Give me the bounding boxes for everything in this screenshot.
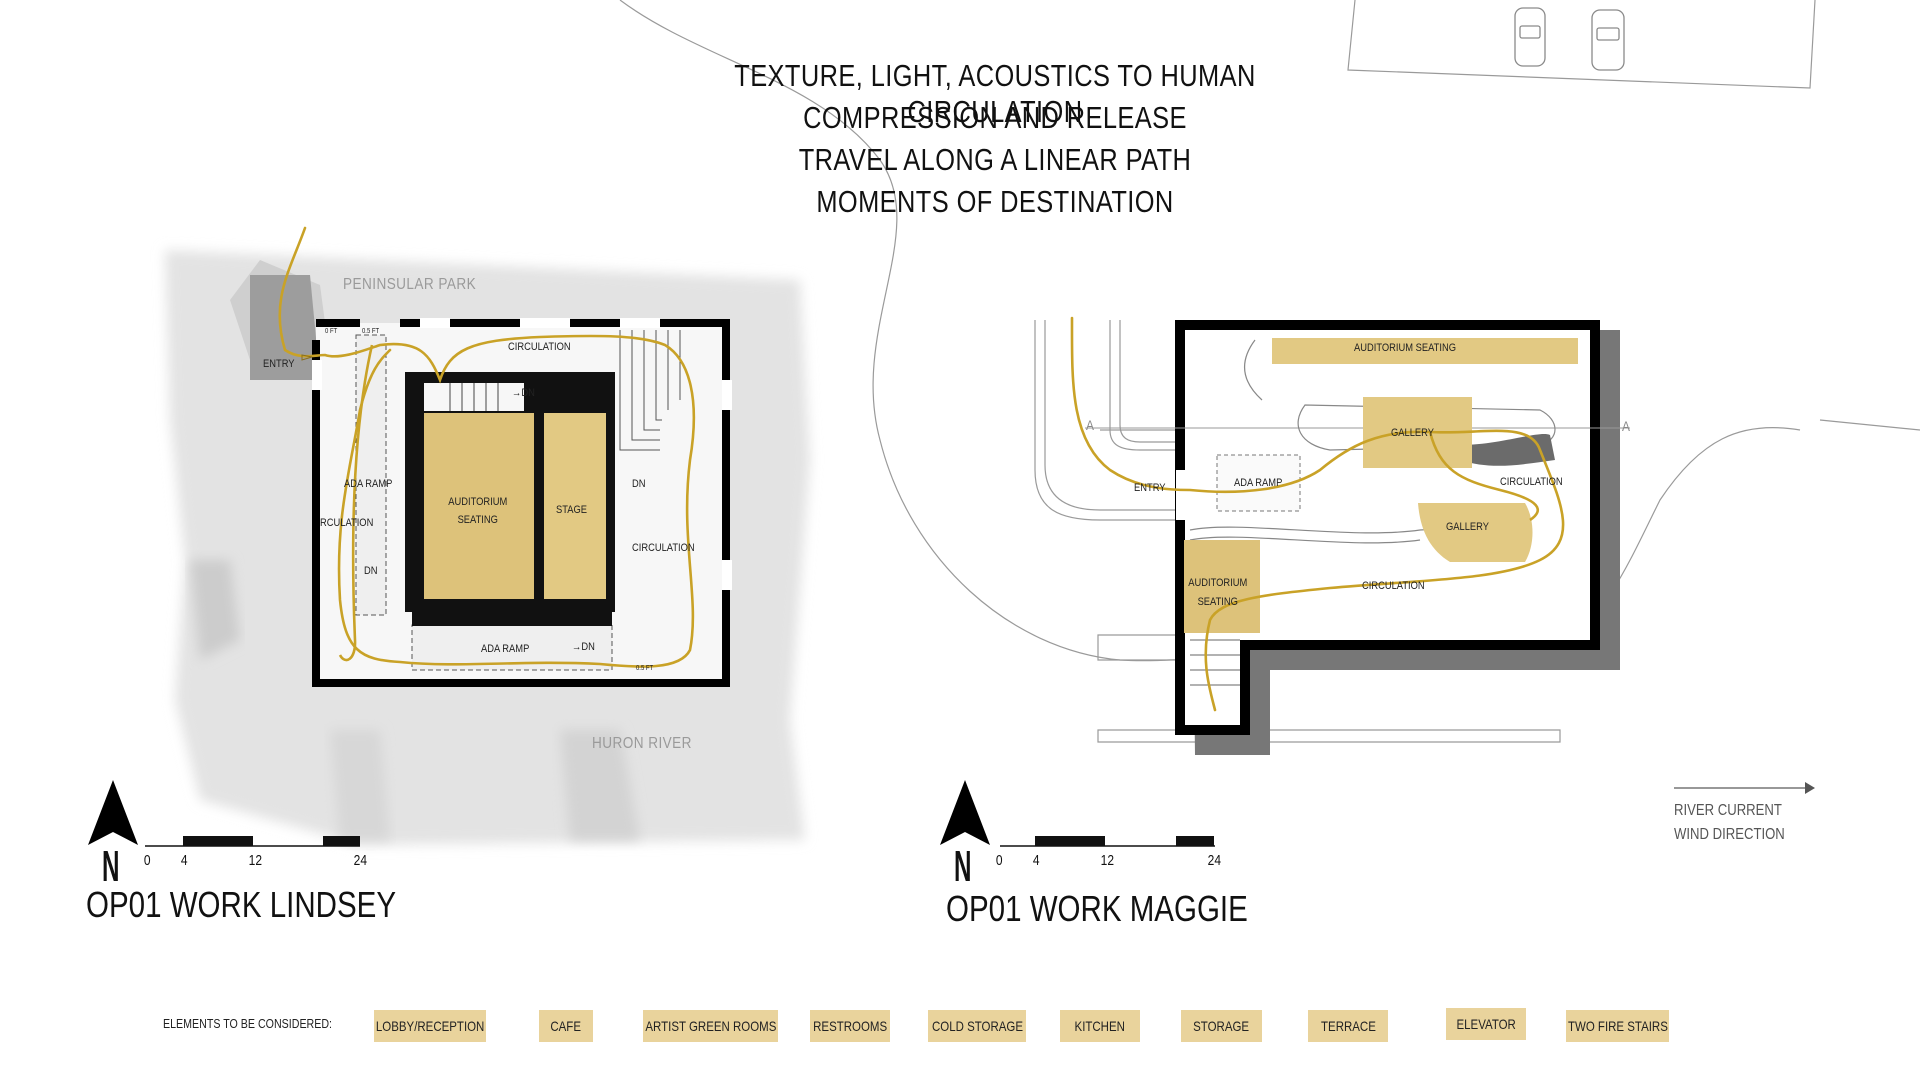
label-stage: STAGE bbox=[556, 504, 588, 516]
parking-outline bbox=[1347, 0, 1816, 89]
headline-line-2: COMPRESSION AND RELEASE bbox=[803, 100, 1187, 135]
stair-lines-maggie bbox=[1190, 639, 1240, 686]
label-dn-right: DN bbox=[632, 478, 646, 490]
auditorium-seating-area bbox=[424, 413, 534, 599]
river-current-label: RIVER CURRENT bbox=[1674, 802, 1782, 819]
headline-line-4: MOMENTS OF DESTINATION bbox=[816, 184, 1174, 219]
legend-item-two-fire-stairs: TWO FIRE STAIRS bbox=[1566, 1010, 1669, 1042]
scale-tick-24: 24 bbox=[1207, 852, 1222, 869]
label-section-a-right: A bbox=[1622, 418, 1630, 434]
stair-treads-top bbox=[449, 383, 499, 411]
legend-item-kitchen: KITCHEN bbox=[1060, 1010, 1140, 1042]
scale-tick-0: 0 bbox=[995, 852, 1003, 869]
car-icon bbox=[1514, 7, 1625, 71]
scale-tick-12: 12 bbox=[248, 852, 263, 869]
auditorium-seating-bottom-area bbox=[1184, 540, 1260, 633]
label-auditorium-seating: AUDITORIUM SEATING bbox=[448, 496, 508, 526]
site-label-river: HURON RIVER bbox=[592, 735, 692, 752]
label-gallery-mid: GALLERY bbox=[1446, 521, 1489, 533]
walls-maggie bbox=[1175, 320, 1600, 735]
north-arrow-icon bbox=[88, 780, 138, 845]
legend-item-cold-storage: COLD STORAGE bbox=[928, 1010, 1026, 1042]
label-circulation-right-maggie: CIRCULATION bbox=[1500, 476, 1563, 488]
auditorium-seating-top-area bbox=[1272, 338, 1578, 364]
label-circulation-right: CIRCULATION bbox=[632, 542, 695, 554]
river-arrow-icon bbox=[1674, 782, 1815, 794]
entry-plaza bbox=[250, 275, 320, 380]
label-entry-maggie: ENTRY bbox=[1134, 482, 1166, 494]
legend-item-storage: STORAGE bbox=[1181, 1010, 1262, 1042]
label-ada-ramp-bottom: ADA RAMP bbox=[481, 643, 530, 655]
circulation-path-maggie bbox=[1070, 316, 1565, 712]
walls-lindsey bbox=[312, 319, 730, 687]
label-dn-left: DN bbox=[364, 565, 378, 577]
legend-item-terrace: TERRACE bbox=[1308, 1010, 1388, 1042]
label-circulation-left: RCULATION bbox=[320, 517, 374, 529]
wall-openings bbox=[312, 318, 732, 590]
label-ada-ramp-maggie: ADA RAMP bbox=[1234, 477, 1283, 489]
ada-ramp-maggie bbox=[1216, 454, 1301, 512]
building-floor-maggie bbox=[1180, 325, 1595, 730]
scale-bar-lindsey bbox=[145, 836, 360, 847]
stage-area bbox=[544, 413, 606, 599]
label-circulation-top: CIRCULATION bbox=[508, 341, 571, 353]
label-section-a-left: A bbox=[1086, 417, 1094, 433]
scale-bar-maggie bbox=[1000, 836, 1215, 847]
site-label-park: PENINSULAR PARK bbox=[343, 276, 477, 293]
label-auditorium-seating-top: AUDITORIUM SEATING bbox=[1354, 342, 1456, 354]
legend-item-artist-green-rooms: ARTIST GREEN ROOMS bbox=[643, 1010, 778, 1042]
legend-item-cafe: CAFE bbox=[539, 1010, 593, 1042]
gallery-mid-area bbox=[1418, 503, 1533, 562]
label-level-05ft-b: 0.5 FT bbox=[636, 665, 654, 672]
plan-title-lindsey: OP01 WORK LINDSEY bbox=[86, 884, 397, 925]
label-ada-ramp-left: ADA RAMP bbox=[344, 478, 393, 490]
legend-item-restrooms: RESTROOMS bbox=[810, 1010, 890, 1042]
scale-tick-12: 12 bbox=[1100, 852, 1115, 869]
label-level-0ft: 0 FT bbox=[325, 328, 338, 335]
scale-tick-0: 0 bbox=[143, 852, 151, 869]
contour-line-3 bbox=[1819, 419, 1920, 431]
label-entry: ENTRY bbox=[263, 358, 295, 370]
north-label: N bbox=[102, 842, 120, 891]
label-gallery-top: GALLERY bbox=[1391, 427, 1434, 439]
legend-item-lobby: LOBBY/RECEPTION bbox=[374, 1010, 486, 1042]
headline-line-1: TEXTURE, LIGHT, ACOUSTICS TO HUMAN CIRCU… bbox=[734, 58, 1256, 129]
north-arrow-icon bbox=[940, 780, 990, 845]
stair-lines-right bbox=[619, 330, 681, 451]
label-level-05ft: 0.5 FT bbox=[362, 328, 380, 335]
label-auditorium-seating-bottom: AUDITORIUM SEATING bbox=[1188, 577, 1248, 608]
approach-paths-maggie bbox=[1034, 320, 1561, 743]
plan-title-maggie: OP01 WORK MAGGIE bbox=[946, 888, 1248, 929]
label-dn-bottom: →DN bbox=[572, 641, 595, 653]
north-label: N bbox=[954, 842, 972, 891]
scale-tick-4: 4 bbox=[1032, 852, 1040, 869]
label-circulation-bottom: CIRCULATION bbox=[1362, 580, 1425, 592]
scale-tick-24: 24 bbox=[353, 852, 368, 869]
label-dn-top: →DN bbox=[512, 387, 535, 399]
legend-caption: ELEMENTS TO BE CONSIDERED: bbox=[163, 1016, 333, 1031]
headline-line-3: TRAVEL ALONG A LINEAR PATH bbox=[798, 142, 1192, 177]
legend-item-elevator: ELEVATOR bbox=[1446, 1008, 1526, 1040]
wind-direction-label: WIND DIRECTION bbox=[1674, 826, 1785, 843]
curved-wall-dark bbox=[1460, 433, 1555, 466]
circulation-path-lindsey bbox=[278, 226, 696, 668]
scale-tick-4: 4 bbox=[180, 852, 188, 869]
